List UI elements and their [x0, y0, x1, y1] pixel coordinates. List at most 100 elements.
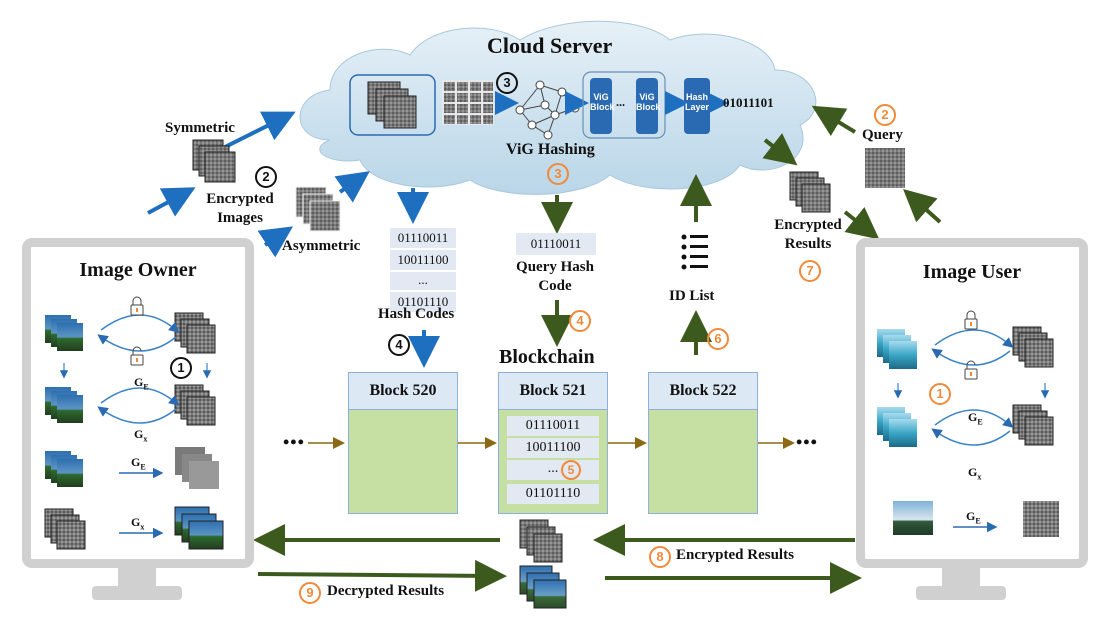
image-owner-title: Image Owner: [79, 259, 197, 281]
encrypted-images-label: Encrypted Images: [206, 191, 274, 226]
gx-g: G: [968, 465, 978, 479]
block-520: Block 520: [348, 372, 458, 514]
gx-sub: x: [140, 522, 145, 532]
ge-g: G: [131, 455, 141, 469]
bottom-encrypted-stack: [519, 519, 563, 563]
vig-ellipsis: ...: [616, 95, 625, 109]
user-gx-label: Gx: [968, 465, 981, 481]
encrypted-results-stack: [789, 171, 831, 213]
query-image: [865, 148, 905, 188]
symmetric-label: Symmetric: [165, 120, 235, 136]
query-hash-code: 01110011: [516, 233, 596, 255]
step-5-orange-badge: 5: [561, 460, 581, 480]
gx-g: G: [134, 427, 144, 441]
block-521-body: 01110011 10011100 ... 5 01101110: [499, 410, 607, 513]
unlock-icon: [130, 346, 144, 366]
block-520-header: Block 520: [349, 373, 457, 410]
unlock-icon: [964, 360, 978, 380]
owner-ge-label: GE: [134, 375, 149, 391]
block-hash-row: ...: [507, 460, 599, 480]
block-522: Block 522: [648, 372, 758, 514]
vig-block-1: ViG Block: [590, 78, 615, 134]
hash-layer: Hash Layer: [684, 78, 710, 134]
step-6-orange-badge: 6: [707, 328, 729, 350]
output-hash-code: 01011101: [723, 95, 774, 110]
owner-ge-label-2: GE: [131, 455, 146, 471]
step-4-badge: 4: [388, 334, 410, 356]
user-ge-label: GE: [968, 410, 983, 426]
user-monitor-stand: [916, 566, 1006, 600]
chain-ellipsis-left: •••: [283, 432, 305, 452]
blockchain-title: Blockchain: [499, 346, 595, 368]
ge-g: G: [966, 509, 976, 523]
gx-sub: x: [977, 472, 982, 482]
cloud-image-stack: [349, 74, 436, 136]
ge-sub: E: [143, 382, 149, 392]
hash-codes-box: 01110011 10011100 ... 01101110: [390, 228, 456, 312]
step-8-orange-badge: 8: [649, 546, 671, 568]
encrypted-results-label: Encrypted Results: [774, 217, 842, 252]
ge-sub: E: [140, 462, 146, 472]
gx-sub: x: [143, 434, 148, 444]
step-7-orange-badge: 7: [799, 260, 821, 282]
image-user-monitor: Image User 1 GE Gx: [856, 238, 1088, 568]
user-ge-label-2: GE: [966, 509, 981, 525]
block-521-header: Block 521: [499, 373, 607, 410]
vig-block-2: ViG Block: [636, 78, 661, 134]
hash-code-row: 01101110: [390, 292, 456, 312]
id-list-label: ID List: [669, 288, 715, 304]
image-owner-monitor: Image Owner 1 G: [22, 238, 254, 568]
owner-gx-label: Gx: [134, 427, 147, 443]
user-query-encrypted: [1023, 501, 1059, 537]
step-9-orange-badge: 9: [299, 582, 321, 604]
block-522-header: Block 522: [649, 373, 757, 410]
lock-icon: [964, 310, 978, 330]
ge-sub: E: [975, 516, 981, 526]
step-3-orange-badge: 3: [547, 163, 569, 185]
block-hash-row: 01110011: [507, 416, 599, 436]
block-522-body: [649, 410, 757, 513]
hash-codes-label: Hash Codes: [378, 306, 455, 322]
block-521: Block 521 01110011 10011100 ... 5 011011…: [498, 372, 608, 514]
ge-g: G: [134, 375, 144, 389]
block-520-body: [349, 410, 457, 513]
owner-monitor-stand: [92, 566, 182, 600]
image-user-title: Image User: [922, 261, 1022, 283]
user-query-photo: [893, 501, 933, 535]
step-3-badge: 3: [496, 72, 518, 94]
gx-g: G: [131, 515, 141, 529]
hash-code-row: 10011100: [390, 250, 456, 270]
bottom-decrypted-stack: [519, 565, 567, 609]
ge-g: G: [968, 410, 978, 424]
id-list-icon: [681, 234, 708, 270]
graph-icon: [515, 80, 580, 140]
chain-ellipsis-right: •••: [796, 432, 818, 452]
ge-sub: E: [977, 417, 983, 427]
vig-hashing-label: ViG Hashing: [506, 141, 595, 158]
query-label: Query: [862, 127, 903, 143]
owner-gx-label-2: Gx: [131, 515, 144, 531]
user-screen-graphics: [877, 310, 1059, 537]
user-step-1-badge: 1: [929, 383, 951, 405]
block-hash-row: 10011100: [507, 438, 599, 458]
decrypted-results-label: Decrypted Results: [327, 583, 445, 599]
block-hash-row: 01101110: [507, 484, 599, 504]
asymmetric-stack: [295, 186, 341, 232]
cloud-title: Cloud Server: [487, 33, 613, 58]
patch-grid: [442, 80, 494, 125]
step-2-orange-badge: 2: [874, 104, 896, 126]
asymmetric-label: Asymmetric: [282, 238, 361, 254]
symmetric-stack: [192, 139, 236, 183]
step-2-badge: 2: [255, 166, 277, 188]
block-hash-ellipsis: ...: [547, 461, 559, 476]
owner-step-1-badge: 1: [170, 357, 192, 379]
bottom-encrypted-results-label: Encrypted Results: [676, 547, 794, 563]
hash-code-row: 01110011: [390, 228, 456, 248]
step-4-orange-badge: 4: [569, 310, 591, 332]
cloud-shape: [299, 20, 817, 195]
owner-screen-graphics: [44, 296, 224, 550]
hash-code-row: ...: [390, 272, 456, 290]
query-hash-code-label: Query Hash Code: [516, 259, 594, 294]
lock-icon: [130, 296, 144, 316]
